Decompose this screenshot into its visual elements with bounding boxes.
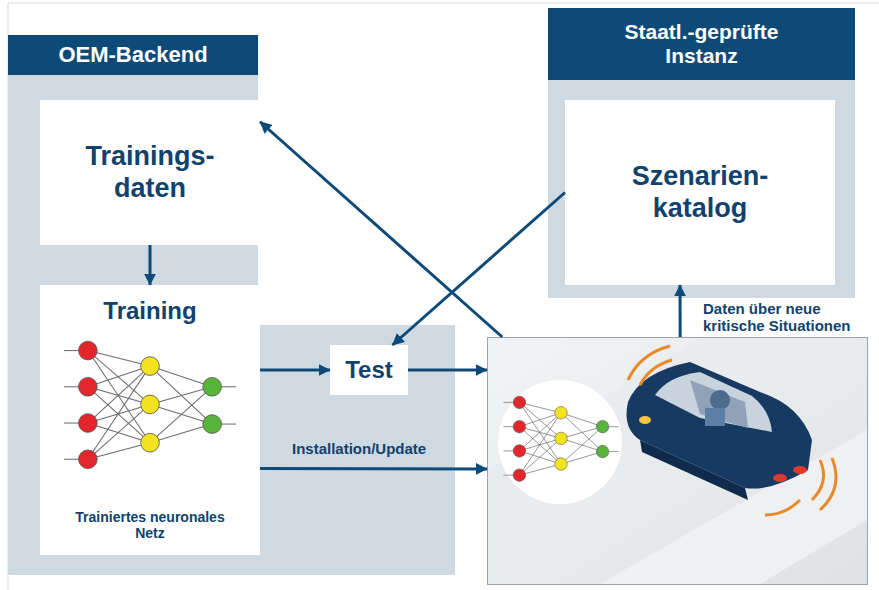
- band-fill: [8, 35, 455, 575]
- road-strip: [488, 338, 800, 540]
- flow-arrow: [679, 285, 682, 337]
- vehicle-scene-frame: [487, 337, 868, 585]
- box-title: Szenarien- katalog: [618, 161, 783, 223]
- band-heading: Staatl.-geprüfte Instanz: [602, 20, 802, 67]
- process-box: Szenarien- katalog: [565, 100, 835, 285]
- frame-line: [8, 3, 9, 590]
- frame-line: [8, 3, 879, 4]
- band-header-bar: Staatl.-geprüfte Instanz: [548, 8, 855, 80]
- box-title: Test: [345, 356, 393, 384]
- process-box: Test: [330, 345, 408, 395]
- edge-label: Daten über neue kritische Situationen: [703, 300, 875, 334]
- edge-label: Installation/Update: [292, 440, 426, 457]
- neural-net-icon: [503, 396, 618, 481]
- band-header-bar: OEM-Backend: [8, 35, 258, 75]
- scene-ground: [488, 338, 867, 584]
- organisation-band: OEM-BackendTrainings- datenTrainingTrain…: [8, 35, 455, 575]
- flow-arrow: [260, 467, 487, 470]
- box-caption: Trainiertes neuronales Netz: [65, 509, 235, 541]
- band-heading: OEM-Backend: [58, 43, 207, 68]
- organisation-band: Staatl.-geprüfte InstanzSzenarien- katal…: [548, 8, 855, 298]
- vehicle-illustration: [627, 346, 837, 515]
- flow-arrow: [260, 369, 330, 372]
- flow-arrow: [392, 193, 565, 346]
- process-box: Trainings- daten: [40, 100, 260, 245]
- road-strip: [600, 430, 867, 584]
- process-box: TrainingTrainiertes neuronales Netz: [40, 285, 260, 555]
- neural-net-icon: [64, 341, 236, 468]
- net-inset-circle: [498, 380, 622, 504]
- flow-arrow: [260, 122, 502, 337]
- box-title: Training: [103, 297, 196, 325]
- flow-arrow: [408, 368, 487, 371]
- box-title: Trainings- daten: [75, 141, 225, 203]
- flow-arrow: [149, 245, 152, 285]
